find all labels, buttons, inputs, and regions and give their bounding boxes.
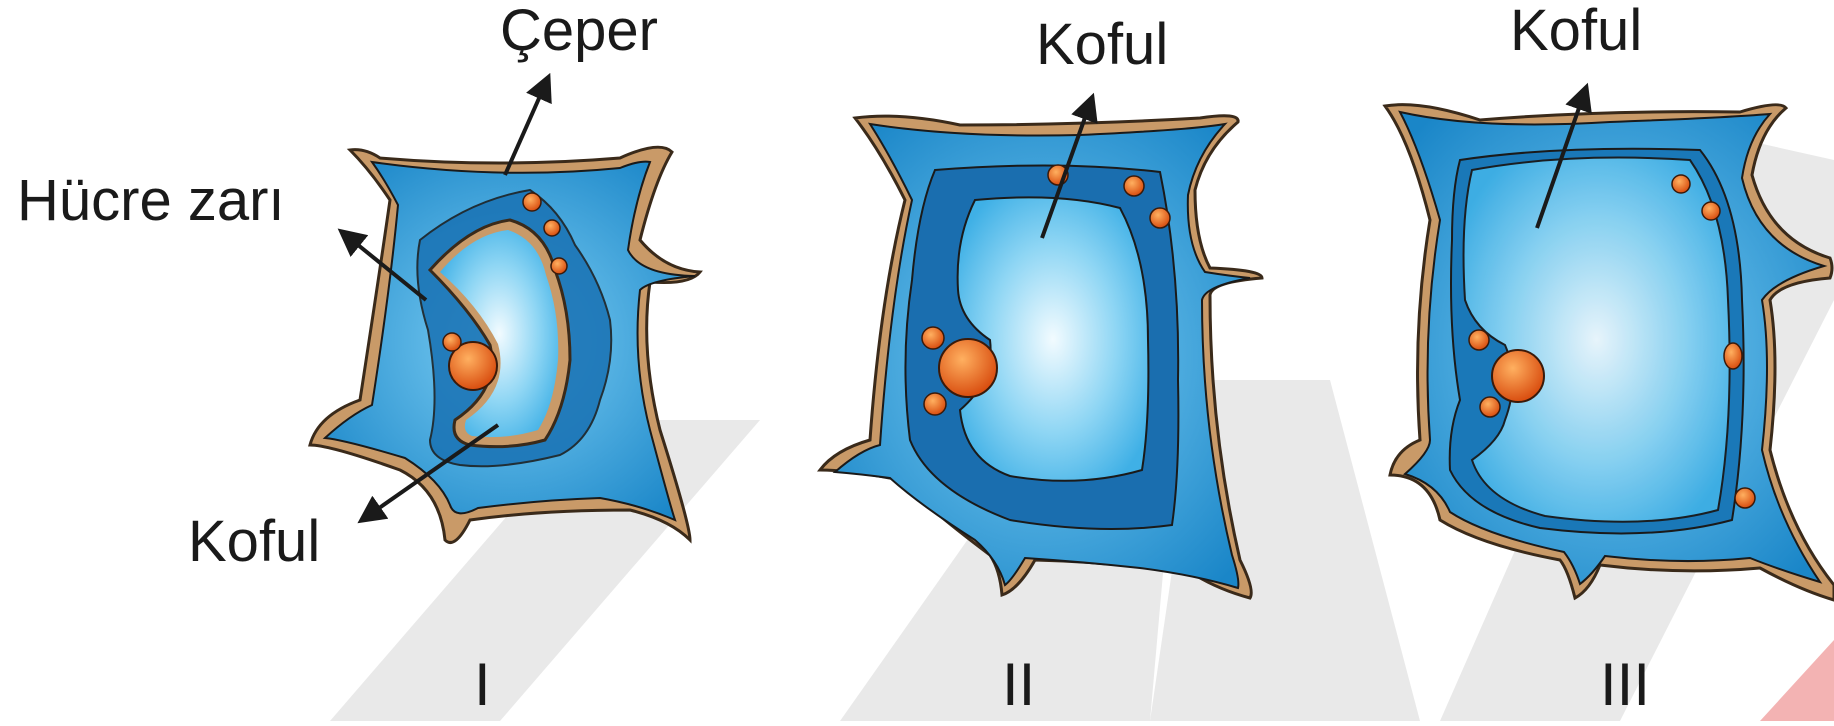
cell-2: [820, 98, 1262, 598]
cell-1-granule: [551, 258, 567, 274]
label-koful-3: Koful: [1510, 2, 1642, 60]
label-ceper: Çeper: [500, 2, 658, 60]
label-koful-1: Koful: [188, 513, 320, 571]
cell-1-granule: [443, 333, 461, 351]
label-koful-2: Koful: [1036, 16, 1168, 74]
cell-2-granule: [1150, 208, 1170, 228]
cell-1-granule: [544, 220, 560, 236]
cell-2-granule: [922, 327, 944, 349]
panel-label-2: II: [1002, 655, 1035, 715]
watermark-red: [1760, 640, 1834, 721]
panel-label-3: III: [1600, 655, 1650, 715]
cell-3-granule: [1469, 330, 1489, 350]
cell-3-granule: [1702, 202, 1720, 220]
arrow-ceper: [505, 78, 548, 175]
cell-3-granule: [1735, 488, 1755, 508]
cell-1: [310, 78, 700, 543]
cell-2-granule: [924, 393, 946, 415]
cell-2-nucleus: [939, 339, 997, 397]
label-hucre-zari: Hücre zarı: [17, 172, 285, 230]
cell-3-granule: [1672, 175, 1690, 193]
cell-2-granule: [1124, 176, 1144, 196]
cell-3-vacuole: [1464, 158, 1730, 522]
cell-3-nucleus: [1492, 350, 1544, 402]
cell-3-granule: [1724, 343, 1742, 369]
cell-1-granule: [523, 193, 541, 211]
panel-label-1: I: [474, 655, 491, 715]
cell-3-granule: [1480, 397, 1500, 417]
